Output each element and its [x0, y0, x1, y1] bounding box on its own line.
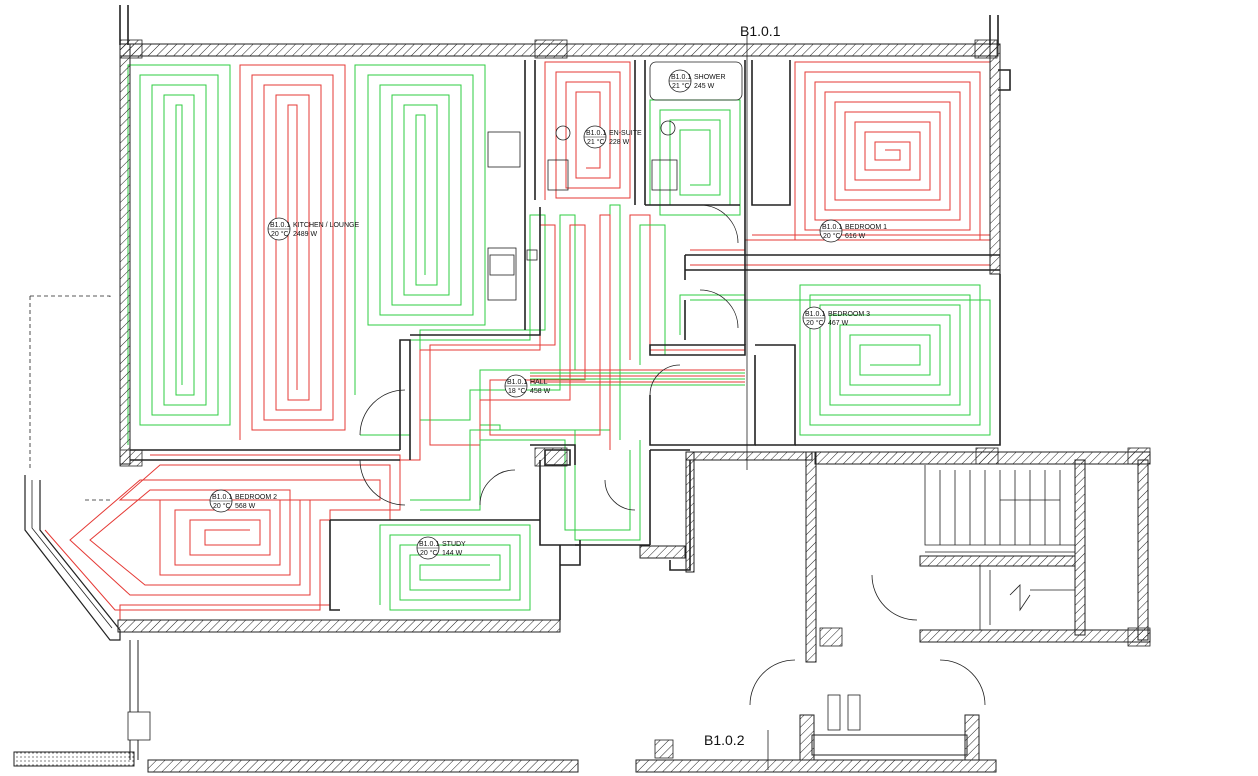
kitchen-loop: [127, 64, 486, 445]
room-power: 2489 W: [293, 231, 318, 238]
section-marker-top: B1.0.1: [740, 23, 781, 39]
bedroom3-loop: [679, 284, 991, 436]
room-power: 467 W: [828, 320, 849, 327]
room-name: STUDY: [442, 541, 466, 548]
section-markers: B1.0.1 B1.0.2: [704, 23, 781, 748]
room-tag-study[interactable]: B1.0.1 20 °C STUDY 144 W: [416, 536, 466, 560]
room-name: EN-SUITE: [609, 130, 642, 137]
room-temp: 20 °C: [823, 232, 841, 240]
room-ref: B1.0.1: [805, 311, 825, 318]
study-loop: [379, 429, 641, 611]
room-ref: B1.0.1: [507, 379, 527, 386]
room-ref: B1.0.1: [419, 541, 439, 548]
room-tag-bedroom2[interactable]: B1.0.1 20 °C BEDROOM 2 568 W: [209, 489, 277, 513]
room-temp: 20 °C: [806, 319, 824, 327]
room-tag-kitchen-lounge[interactable]: B1.0.1 20 °C KITCHEN / LOUNGE 2489 W: [267, 217, 359, 241]
room-tag-bedroom1[interactable]: B1.0.1 20 °C BEDROOM 1 616 W: [819, 219, 887, 243]
room-name: BEDROOM 3: [828, 311, 870, 318]
room-power: 458 W: [530, 388, 551, 395]
room-temp: 20 °C: [271, 230, 289, 238]
room-temp: 18 °C: [508, 387, 526, 395]
room-temp: 20 °C: [213, 502, 231, 510]
room-temp: 20 °C: [420, 549, 438, 557]
room-tag-hall[interactable]: B1.0.1 18 °C HALL 458 W: [504, 374, 551, 398]
room-name: HALL: [530, 379, 548, 386]
room-ref: B1.0.1: [586, 130, 606, 137]
room-tag-ensuite[interactable]: B1.0.1 21 °C EN-SUITE 228 W: [583, 125, 642, 149]
room-name: KITCHEN / LOUNGE: [293, 222, 359, 229]
heating-loops: [44, 61, 991, 620]
room-name: BEDROOM 1: [845, 224, 887, 231]
room-ref: B1.0.1: [212, 494, 232, 501]
room-tag-shower[interactable]: B1.0.1 21 °C SHOWER 245 W: [668, 69, 726, 93]
walls: [13, 5, 1151, 773]
bedroom2-loop: [44, 454, 401, 620]
room-power: 616 W: [845, 233, 866, 240]
section-marker-bottom: B1.0.2: [704, 732, 745, 748]
room-temp: 21 °C: [587, 138, 605, 146]
room-ref: B1.0.1: [671, 74, 691, 81]
hall-loop: [360, 204, 745, 461]
room-power: 245 W: [694, 83, 715, 90]
room-ref: B1.0.1: [822, 224, 842, 231]
room-power: 144 W: [442, 550, 463, 557]
room-name: SHOWER: [694, 74, 726, 81]
room-tag-bedroom3[interactable]: B1.0.1 20 °C BEDROOM 3 467 W: [802, 306, 870, 330]
room-ref: B1.0.1: [270, 222, 290, 229]
room-power: 228 W: [609, 139, 630, 146]
room-name: BEDROOM 2: [235, 494, 277, 501]
room-power: 568 W: [235, 503, 256, 510]
room-tags: B1.0.1 20 °C KITCHEN / LOUNGE 2489 W B1.…: [209, 69, 887, 560]
room-temp: 21 °C: [672, 82, 690, 90]
bedroom1-loop: [690, 61, 991, 266]
